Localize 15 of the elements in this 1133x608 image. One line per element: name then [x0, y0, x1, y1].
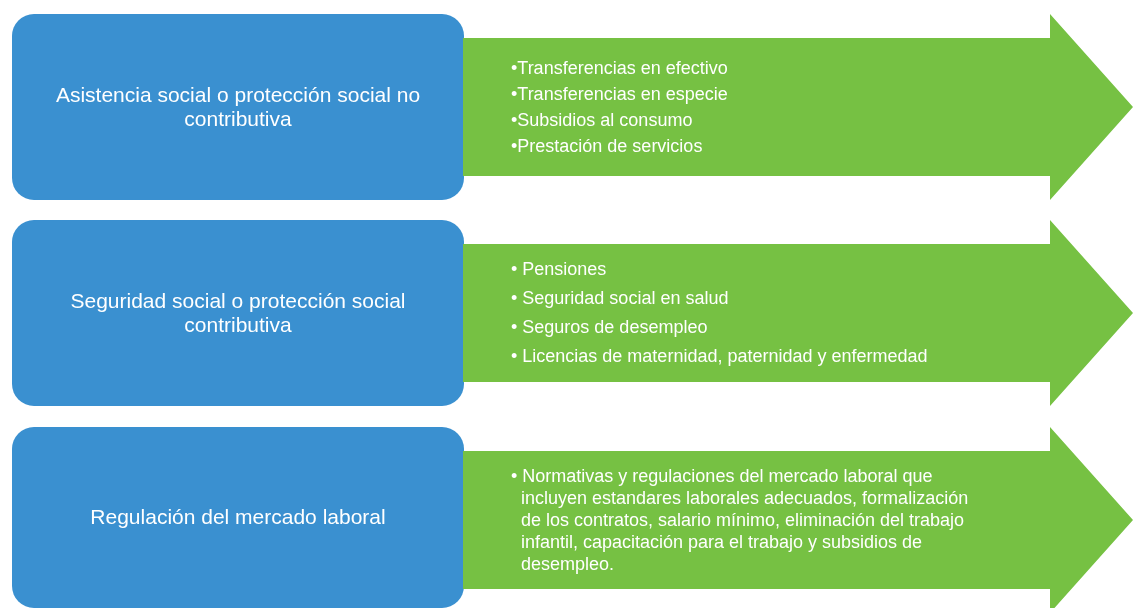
category-box: [12, 427, 464, 608]
category-title: Seguridad social o protección social contributiva: [69, 288, 407, 338]
bullet-item: •Transferencias en especie: [511, 83, 729, 106]
bullet-item: • Pensiones: [511, 258, 608, 281]
category-title: Regulación del mercado laboral: [90, 505, 386, 530]
bullet-item: • Seguridad social en salud: [511, 287, 730, 310]
category-box: [12, 220, 464, 406]
bullet-item: • Seguros de desempleo: [511, 316, 709, 339]
category-box: [12, 14, 464, 200]
bullet-item: • Licencias de maternidad, paternidad y enfermedad: [511, 345, 929, 368]
bullet-item: •Prestación de servicios: [511, 135, 704, 158]
bullet-item: • Normativas y regulaciones del mercado laboral que incluyen estandares laborales adecuados, formalización de los contratos, salario mínimo, eliminación del trabajo infantil, capacitación para el trabajo y subsidios de desempleo.: [511, 465, 970, 575]
category-title: Asistencia social o protección social no contributiva: [54, 82, 422, 132]
bullet-item: •Subsidios al consumo: [511, 109, 694, 132]
bullet-item: •Transferencias en efectivo: [511, 57, 729, 80]
